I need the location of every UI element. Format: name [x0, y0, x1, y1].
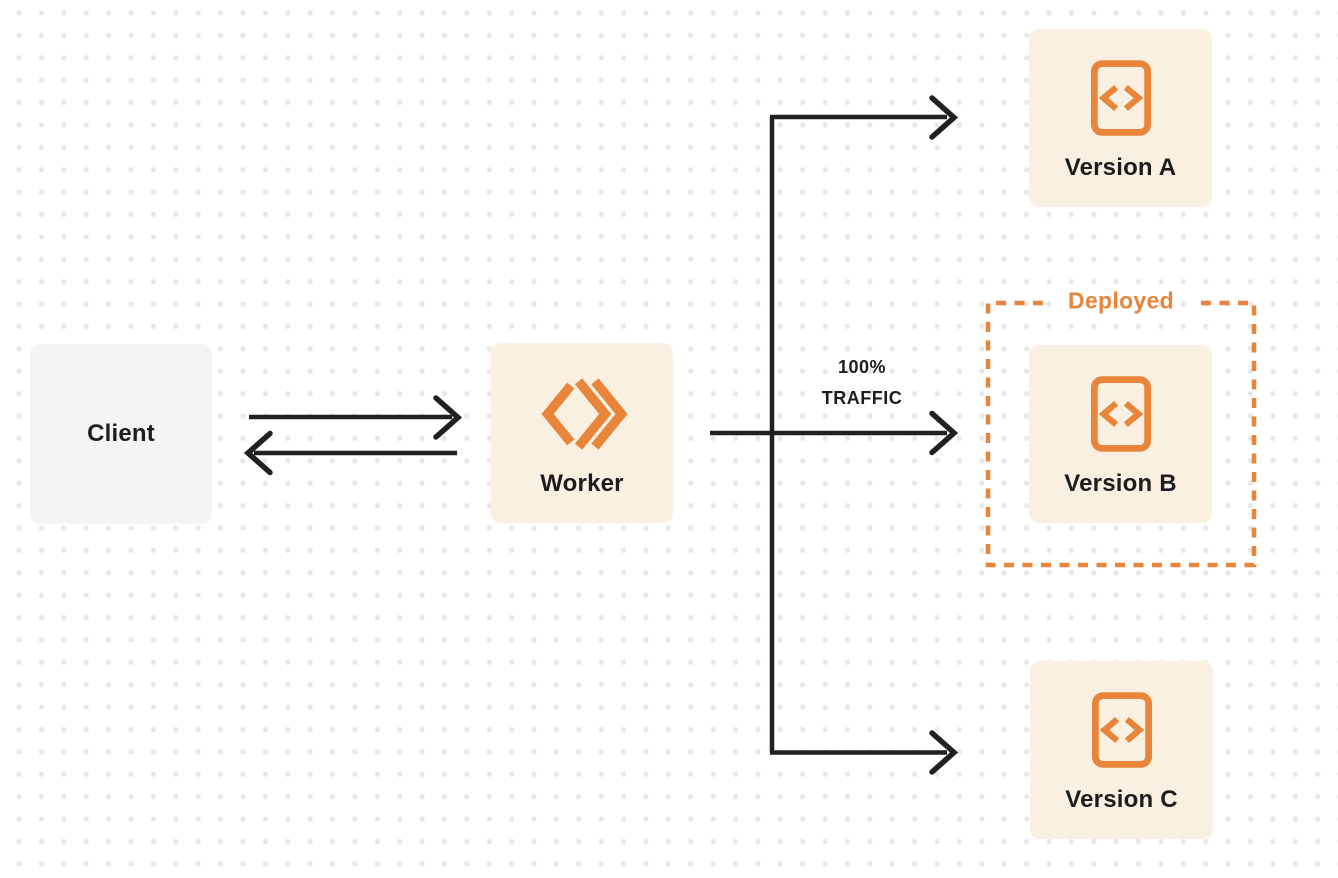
- arrowhead-left-icon: [243, 430, 273, 476]
- edge-client-to-worker: [249, 395, 463, 440]
- traffic-percent: 100%: [837, 357, 887, 377]
- edge-worker-to-client: [243, 430, 457, 476]
- node-worker: Worker: [491, 343, 673, 523]
- node-client: Client: [30, 344, 212, 524]
- code-file-icon: [1090, 59, 1152, 142]
- client-label: Client: [87, 420, 155, 447]
- traffic-word: TRAFFIC: [821, 388, 903, 408]
- version-b-label: Version B: [1064, 469, 1177, 497]
- edge-worker-fanout: [710, 95, 959, 775]
- node-version-a: Version A: [1029, 29, 1212, 207]
- traffic-annotation: 100% TRAFFIC: [777, 352, 947, 414]
- node-version-b: Version B: [1029, 345, 1212, 523]
- arrowhead-version-a-icon: [929, 95, 959, 140]
- version-c-label: Version C: [1065, 785, 1178, 813]
- worker-label: Worker: [540, 469, 624, 497]
- version-a-label: Version A: [1064, 153, 1177, 181]
- arrowhead-right-icon: [433, 395, 463, 440]
- deployed-label: Deployed: [1068, 287, 1174, 314]
- arrowhead-version-b-icon: [929, 410, 959, 456]
- code-file-icon: [1090, 375, 1152, 458]
- code-file-icon: [1091, 691, 1153, 774]
- cloudflare-workers-icon: [536, 371, 628, 462]
- node-version-c: Version C: [1030, 661, 1213, 839]
- arrowhead-version-c-icon: [929, 730, 959, 775]
